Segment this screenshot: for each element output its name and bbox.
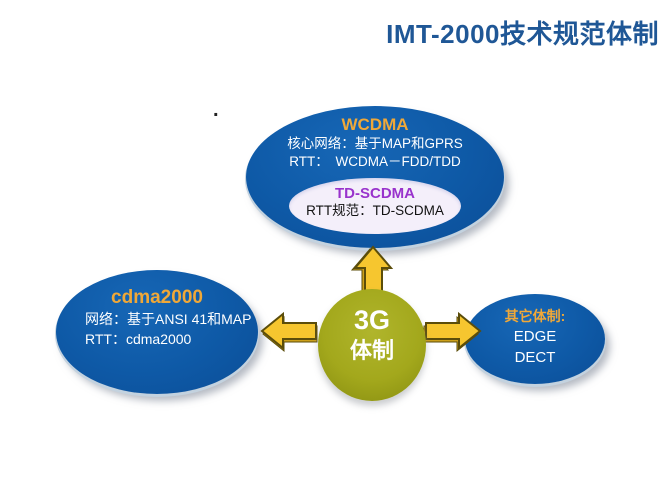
cdma2000-network: 网络：基于ANSI 41和MAP bbox=[85, 311, 252, 327]
td-scdma-node: TD-SCDMA RTT规范：TD-SCDMA bbox=[289, 178, 461, 234]
other-systems-node: 其它体制: EDGE DECT bbox=[465, 294, 605, 384]
3g-center-node: 3G 体制 bbox=[318, 289, 426, 401]
3g-sublabel: 体制 bbox=[349, 338, 394, 363]
right-arrow-icon bbox=[422, 310, 484, 361]
cdma2000-node: cdma2000 网络：基于ANSI 41和MAP RTT：cdma2000 bbox=[56, 270, 258, 394]
other-systems-title: 其它体制: bbox=[504, 308, 566, 324]
left-arrow-icon bbox=[258, 310, 320, 361]
cdma2000-rtt: RTT：cdma2000 bbox=[85, 331, 192, 347]
cdma2000-title: cdma2000 bbox=[111, 287, 203, 308]
wcdma-node: WCDMA 核心网络：基于MAP和GPRS RTT： WCDMA－FDD/TDD… bbox=[246, 106, 504, 248]
other-systems-edge: EDGE bbox=[513, 328, 557, 345]
wcdma-rtt: RTT： WCDMA－FDD/TDD bbox=[289, 154, 461, 169]
page-title: IMT-2000技术规范体制 bbox=[386, 19, 659, 49]
td-scdma-rtt: RTT规范：TD-SCDMA bbox=[306, 203, 444, 218]
other-systems-dect: DECT bbox=[514, 349, 556, 366]
td-scdma-title: TD-SCDMA bbox=[335, 185, 415, 202]
3g-label: 3G bbox=[353, 305, 391, 335]
stray-dot: . bbox=[213, 99, 219, 121]
wcdma-core-network: 核心网络：基于MAP和GPRS bbox=[287, 136, 463, 151]
wcdma-title: WCDMA bbox=[341, 115, 409, 134]
